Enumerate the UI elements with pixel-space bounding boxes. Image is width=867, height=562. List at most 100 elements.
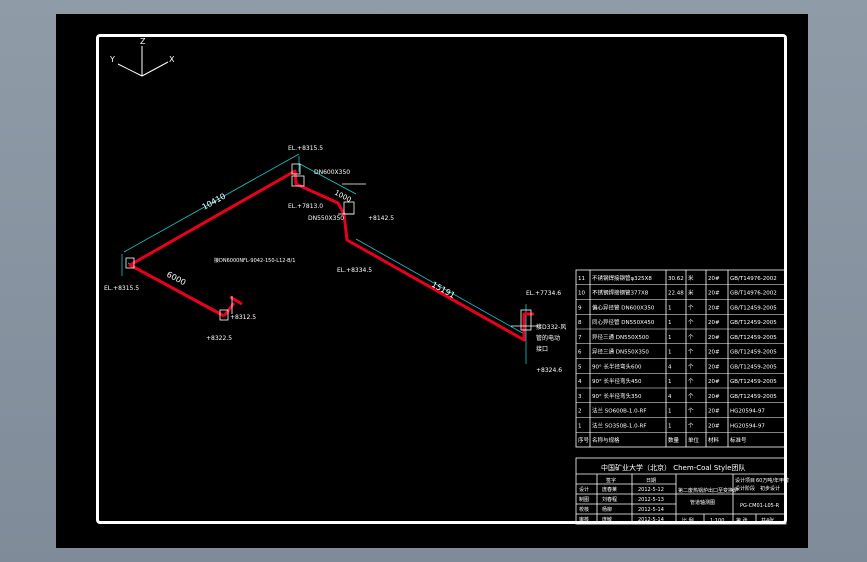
table-cell: 个 [688,363,694,370]
drawing-number: PG-CM01-L05-R [740,503,780,509]
table-cell: GB/T14976-2002 [730,291,777,297]
title-block-date: 2012-5-13 [638,497,664,503]
table-cell: 11 [578,276,585,282]
title-block-signature: 庞敏 [602,516,612,523]
table-cell: 3 [578,394,582,400]
sheet-label: 第 张 [736,517,748,524]
table-cell: GB/T12459-2005 [730,379,777,385]
title-block-role: 校核 [579,506,589,513]
table-cell: 5 [578,364,582,370]
table-cell: 材料 [708,436,720,444]
table-cell: 不锈钢焊接钢管377X8 [592,289,649,297]
table-cell: GB/T12459-2005 [730,320,777,326]
table-cell: 1 [668,305,672,311]
table-cell: 20# [708,320,720,326]
project-label: 设计项目 [735,477,755,484]
pipe-route [128,169,534,342]
project-value: 60万吨/年甲醇 [756,477,789,484]
table-cell: 个 [688,393,694,400]
table-cell: 20# [708,335,720,341]
dimension-label: 10410 [201,192,228,212]
sheet-value: 共4张 [761,517,774,524]
title-block-col-date: 日期 [646,478,656,484]
table-cell: 9 [578,305,582,311]
title-block-signature: 庞春莱 [602,486,617,493]
elevation-label: EL.+7813.0 [288,203,323,210]
elevation-label: EL.+8315.5 [288,145,323,152]
table-cell: 6 [578,350,582,356]
elevation-label: +8324.6 [536,367,562,374]
drawing-border [96,34,787,524]
table-cell: 90° 长半径弯头450 [592,377,642,385]
table-cell: 30.62 [668,276,684,282]
table-cell: 偏心异径管 DN600X350 [592,303,655,311]
callout-label: DN550X350 [308,215,344,222]
elevation-label: EL.+8315.5 [104,285,139,292]
callout-label: 管的电动 [536,334,560,342]
callout-label: 接DN6000NFL-9042-150-L12-B/1 [214,257,295,264]
table-cell: 个 [688,334,694,341]
elevation-label: +8322.5 [206,335,232,342]
table-cell: 序号 [578,436,590,444]
title-block-signature: 刘春程 [602,496,617,503]
table-cell: 个 [688,304,694,311]
elevation-label: +8312.5 [230,314,256,321]
table-cell: GB/T12459-2005 [730,335,777,341]
scale-value: 1:100 [710,518,724,524]
table-cell: 20# [708,394,720,400]
table-cell: 个 [688,319,694,326]
axis-y-label: Y [109,55,115,64]
table-cell: 个 [688,378,694,385]
title-block-date: 2012-5-12 [638,487,664,493]
table-cell: 不锈钢焊接钢管φ325X8 [592,274,652,282]
title-block-role: 设计 [579,486,589,493]
table-cell: 22.48 [668,291,684,297]
table-cell: GB/T12459-2005 [730,350,777,356]
drawing-svg: Z X Y [104,37,789,525]
table-cell: 米 [688,289,694,297]
title-block-rows: 设计 庞春莱 2012-5-12 制图 刘春程 2012-5-13 校核 杨柳 2012-5-1… [579,486,664,523]
table-cell: 法兰 SO600B-1.0-RF [592,407,647,415]
table-cell: 名称与规格 [592,436,620,444]
table-cell: 1 [668,379,672,385]
table-cell: 异径三通 DN550X500 [592,333,649,341]
table-cell: 20# [708,305,720,311]
table-cell: 同心异径管 DN550X450 [592,318,655,326]
table-cell: 7 [578,335,582,341]
cad-viewport[interactable]: Z X Y [56,14,808,548]
table-cell: 1 [668,350,672,356]
table-cell: 20# [708,350,720,356]
elevation-label: EL.+8334.5 [337,267,372,274]
title-block-role: 制图 [579,496,589,503]
axis-z-label: Z [140,37,146,46]
table-cell: 20# [708,423,720,429]
elevation-label: +8142.5 [368,215,394,222]
table-cell: 20# [708,409,720,415]
table-cell: 90° 长半径弯头350 [592,392,642,400]
table-cell: GB/T12459-2005 [730,394,777,400]
table-cell: 20# [708,276,720,282]
dimension-lines [121,153,527,364]
table-cell: 8 [578,320,582,326]
stage-value: 初步设计 [760,485,780,492]
table-cell: GB/T12459-2005 [730,305,777,311]
title-block-date: 2012-5-14 [638,507,664,513]
table-cell: 单位 [688,436,700,444]
table-cell: 20# [708,379,720,385]
table-cell: 法兰 SO350B-1.0-RF [592,421,647,429]
drawing-name: 管道轴测图 [690,499,715,506]
title-block-col-sign: 签字 [606,477,616,484]
axis-icon [117,46,169,77]
table-cell: 米 [688,274,694,282]
drawing-name: 第二废热锅炉出口至变换炉 [678,487,738,494]
callout-label: 接口 [536,345,548,353]
table-cell: HG20594-97 [730,409,765,415]
table-cell: 20# [708,291,720,297]
table-cell: 个 [688,422,694,429]
table-cell: 10 [578,291,585,297]
table-cell: 20# [708,364,720,370]
title-block-role: 审核 [579,516,589,523]
scale-label: 比 例 [682,517,694,524]
title-block-signature: 杨柳 [602,506,612,513]
